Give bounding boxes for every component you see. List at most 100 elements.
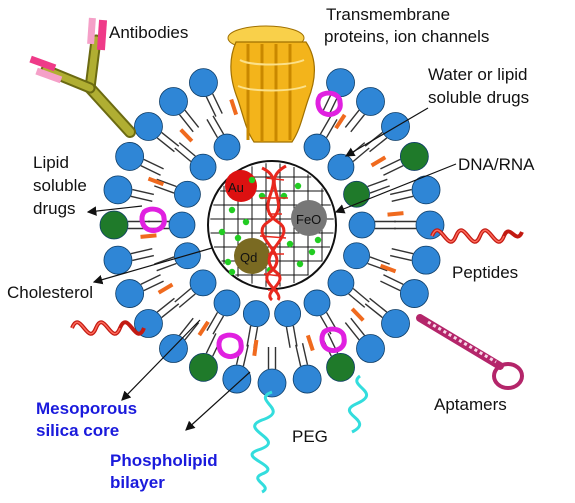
lipid-head [174,180,201,208]
label-mesoporous-1: Mesoporous [36,399,137,418]
lipid-head [213,133,241,161]
lipid-tail [178,142,196,157]
lipid-tail [367,262,388,272]
lipid-tail [184,109,200,128]
lipid-tail [184,322,200,341]
cholesterol-molecule [147,176,165,187]
label-transmembrane-1: Transmembrane [326,5,450,24]
label-lipid-soluble-1: Lipid [33,153,69,172]
core-dot [286,240,294,248]
au-label: Au [228,180,244,195]
lipid-tail [174,147,192,163]
lipid-tail [143,158,164,170]
lipid-tail [295,344,302,367]
lipid-tail [178,114,194,133]
lipid-tail [161,131,180,147]
core-dot [248,176,256,184]
lipid-tail [130,195,153,202]
label-aptamers: Aptamers [434,395,507,414]
label-cholesterol: Cholesterol [7,283,93,302]
cholesterol-molecule [157,282,174,295]
lipid-tail [140,165,161,176]
core-dot [294,182,302,190]
feo-label: FeO [296,212,321,227]
antibody [29,17,136,138]
cholesterol-molecule [229,98,239,116]
lipid-head [356,334,385,363]
drug-molecule [315,90,343,117]
lipid-head [327,153,355,181]
lipid-tail [178,293,196,308]
lipid-tail [369,137,388,153]
peptide-left [70,320,146,336]
cholesterol-molecules [140,93,404,357]
lipid-head [415,210,445,240]
lipid-tail [369,185,390,194]
lipid-head [159,87,188,116]
core-dot [228,206,236,214]
transmembrane-protein [227,25,316,143]
drug-molecule [319,326,347,353]
lipid-tail [348,293,366,308]
drug-molecule [139,206,167,233]
lipid-head [381,309,410,338]
lipid-tail [130,248,153,255]
lipid-tail [391,248,414,255]
drug-molecule [216,332,244,359]
lipid-tail [369,256,390,265]
core-dot [228,268,236,276]
lipid-tail [161,303,180,319]
lipid-tail [292,325,298,347]
lipid-head [189,68,218,98]
label-peptides: Peptides [452,263,518,282]
lipid-tail [367,178,388,188]
lipid-tail [391,195,414,202]
cholesterol-molecule [350,307,365,322]
label-peg: PEG [292,427,328,446]
lipid-tail [156,137,175,153]
label-lipid-soluble-2: soluble [33,176,87,195]
dna-helix [259,164,288,302]
lipid-tail [246,325,252,347]
lipid-head-green [99,210,129,240]
lipid-tail [212,315,225,335]
label-mesoporous-2: silica core [36,421,119,440]
lipid-head [292,364,322,394]
cholesterol-molecule [140,233,157,239]
lipid-tail [206,312,219,331]
lipid-heads [99,68,445,398]
qd-particle: Qd [234,238,270,274]
lipid-tail [390,188,412,196]
core-dot [218,228,226,236]
label-transmembrane-2: proteins, ion channels [324,27,489,46]
encapsulated-drugs [139,90,347,359]
lipid-head-green [399,142,429,171]
lipid-head [222,364,252,394]
lipid-head [115,142,145,171]
lipid-tail [344,109,360,128]
label-lipid-soluble-3: drugs [33,199,76,218]
lipid-tail [352,147,370,163]
lipid-tail [369,297,388,313]
core-dot [224,258,232,266]
aptamer [416,314,524,390]
cholesterol-molecule [370,155,387,168]
lipid-head [242,300,270,328]
lipid-head [257,368,287,398]
lipid-tail [352,287,370,303]
lipid-tail [319,115,332,135]
lipid-tail [156,262,177,272]
cholesterol-molecule [387,211,404,217]
label-phospholipid-1: Phospholipid [110,451,218,470]
lipid-tail [143,280,164,292]
lipid-head-green [189,352,218,382]
lipid-tail [380,158,401,170]
core-dot [308,248,316,256]
lipid-tail [154,185,175,194]
lipid-tail [154,256,175,265]
lipid-tail [156,178,177,188]
lipid-tail [350,114,366,133]
lipid-head [115,279,145,308]
cholesterol-molecule [379,263,397,274]
